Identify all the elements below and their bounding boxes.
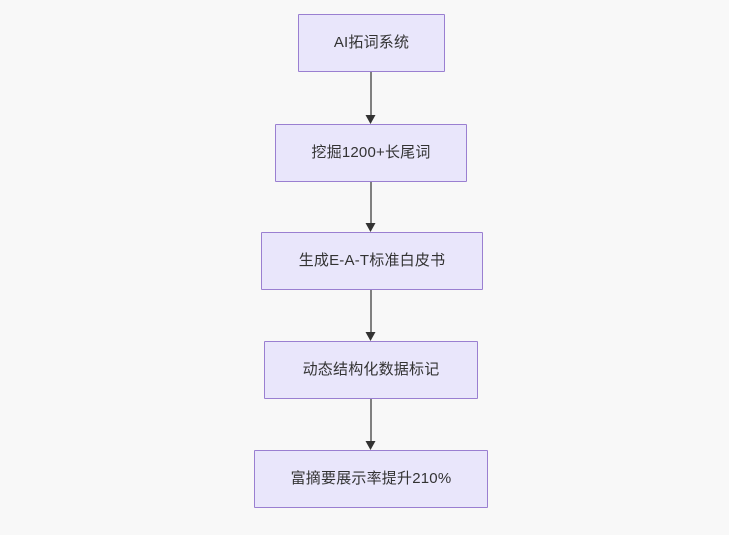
edge-line — [370, 399, 372, 442]
flow-node-dynamic-structured-data-markup[interactable]: 动态结构化数据标记 — [264, 341, 478, 399]
flow-node-label: 富摘要展示率提升210% — [290, 470, 452, 487]
flow-node-ai-keyword-system[interactable]: AI拓词系统 — [298, 14, 445, 72]
arrowhead-icon — [365, 223, 376, 232]
arrowhead-icon — [365, 115, 376, 124]
flow-node-label: 挖掘1200+长尾词 — [311, 144, 431, 161]
flow-node-label: AI拓词系统 — [333, 34, 410, 51]
edge-line — [370, 290, 372, 333]
flow-node-mine-longtail-keywords[interactable]: 挖掘1200+长尾词 — [275, 124, 467, 182]
edge-line — [370, 182, 372, 224]
arrowhead-icon — [365, 441, 376, 450]
flow-node-rich-snippet-impression-uplift[interactable]: 富摘要展示率提升210% — [254, 450, 488, 508]
flow-node-label: 动态结构化数据标记 — [302, 361, 440, 378]
flow-node-label: 生成E-A-T标准白皮书 — [298, 252, 446, 269]
edge-line — [370, 72, 372, 116]
flow-node-generate-eat-whitepaper[interactable]: 生成E-A-T标准白皮书 — [261, 232, 483, 290]
arrowhead-icon — [365, 332, 376, 341]
